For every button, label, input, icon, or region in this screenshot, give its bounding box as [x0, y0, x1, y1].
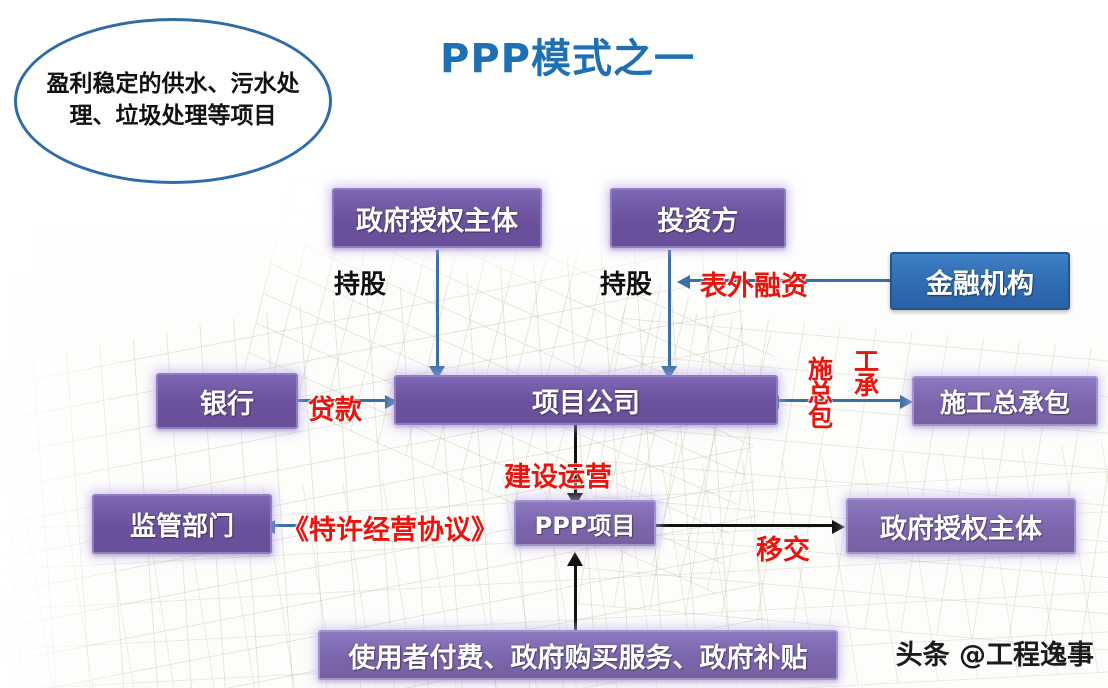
label-off-balance-financing: 表外融资: [700, 271, 808, 302]
node-regulator-label: 监管部门: [129, 511, 234, 542]
edge-project-to-ppp-line: [574, 425, 577, 499]
edge-finance-to-investor-line: [690, 279, 890, 282]
edge-bank-to-project-line: [298, 399, 396, 402]
node-financial-institution[interactable]: 金融机构: [890, 252, 1070, 310]
node-ppp-project[interactable]: PPP项目: [514, 500, 656, 546]
node-investor-label: 投资方: [657, 205, 739, 237]
edge-ppp-to-gov-line: [655, 524, 840, 527]
label-build-operate: 建设运营: [504, 462, 612, 493]
callout-ellipse-text: 盈利稳定的供水、污水处理、垃圾处理等项目: [46, 71, 300, 129]
background-grid-c: [577, 307, 1108, 653]
label-shareholding-right: 持股: [600, 270, 653, 300]
edge-project-to-contractor-arrow: [900, 395, 913, 409]
node-regulator[interactable]: 监管部门: [92, 494, 272, 554]
edge-payment-to-ppp-line: [574, 566, 577, 632]
node-construction-contractor-label: 施工总承包: [939, 388, 1070, 419]
label-epc-column-2: 工承: [850, 348, 880, 396]
edge-project-to-contractor-line: [778, 399, 908, 402]
node-project-company-label: 项目公司: [532, 387, 640, 419]
label-concession-agreement: 《特许经营协议》: [282, 515, 498, 546]
callout-ellipse: 盈利稳定的供水、污水处理、垃圾处理等项目: [14, 18, 332, 184]
node-gov-authority-bottom[interactable]: 政府授权主体: [846, 498, 1076, 554]
node-investor[interactable]: 投资方: [610, 188, 786, 248]
label-epc-column-1: 施总包: [804, 356, 834, 428]
node-gov-authority-bottom-label: 政府授权主体: [880, 513, 1042, 545]
node-payment-sources-label: 使用者付费、政府购买服务、政府补贴: [348, 642, 808, 674]
edge-finance-to-investor-arrow: [677, 275, 690, 289]
edge-payment-to-ppp-arrow: [567, 552, 583, 566]
node-gov-authority-top[interactable]: 政府授权主体: [332, 188, 542, 248]
watermark: 头条 @工程逸事: [895, 640, 1094, 671]
edge-ppp-to-gov-arrow: [832, 520, 845, 534]
node-project-company[interactable]: 项目公司: [394, 375, 778, 425]
label-loan: 贷款: [308, 395, 362, 426]
label-transfer: 移交: [756, 535, 810, 566]
node-bank[interactable]: 银行: [156, 373, 298, 429]
page-title: PPP模式之一: [440, 36, 695, 82]
node-payment-sources[interactable]: 使用者付费、政府购买服务、政府补贴: [318, 630, 838, 680]
node-construction-contractor[interactable]: 施工总承包: [912, 376, 1098, 426]
node-gov-authority-top-label: 政府授权主体: [356, 205, 518, 237]
node-bank-label: 银行: [200, 388, 254, 420]
edge-ppp-to-regulator-line: [272, 524, 300, 527]
edge-gov-to-project-line: [436, 250, 439, 372]
label-shareholding-left: 持股: [334, 270, 387, 300]
edge-investor-to-project-line: [668, 250, 671, 372]
node-ppp-project-label: PPP项目: [534, 511, 636, 540]
node-financial-institution-label: 金融机构: [926, 268, 1034, 300]
